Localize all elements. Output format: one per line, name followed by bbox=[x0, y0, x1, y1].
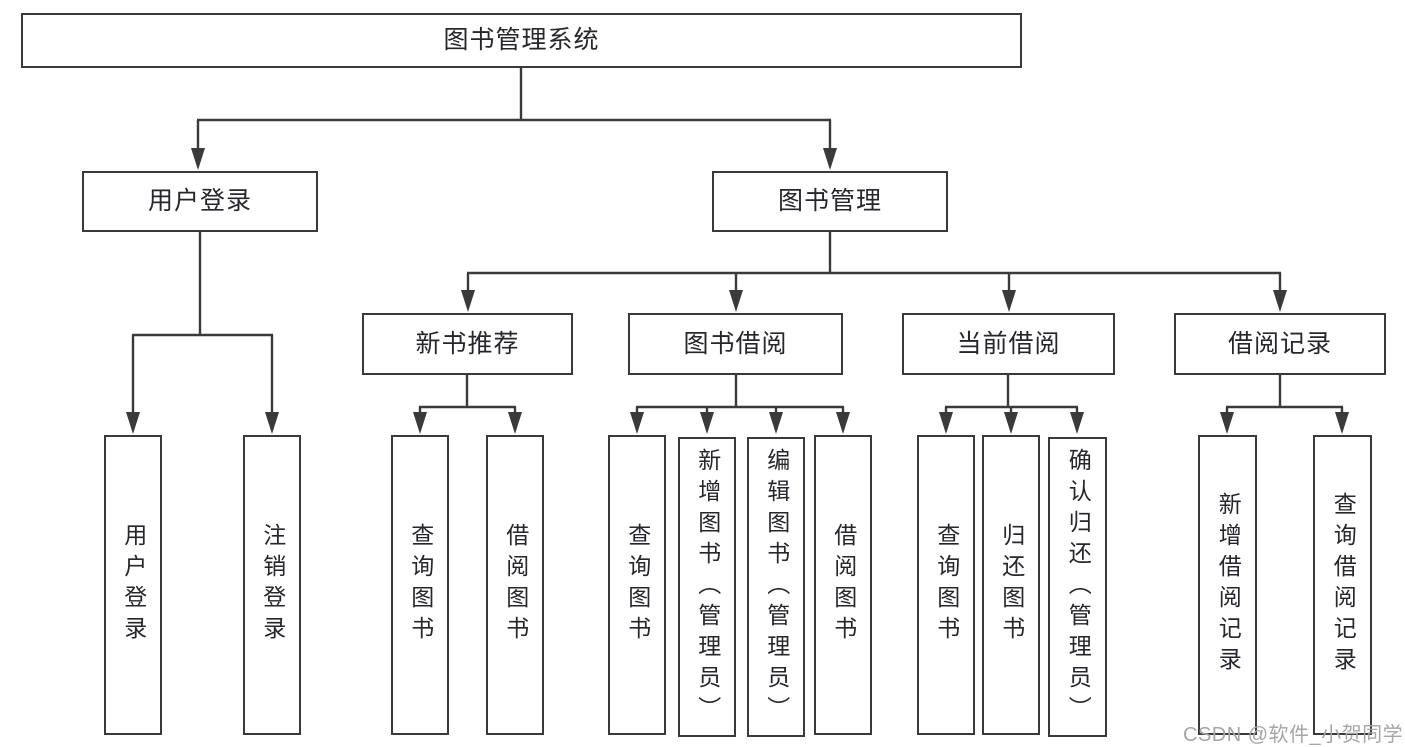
node-book-management: 图书管理 bbox=[712, 171, 948, 232]
node-library-system: 图书管理系统 bbox=[21, 13, 1022, 68]
leaf-query-books-1: 查询图书 bbox=[391, 435, 449, 735]
node-book-borrowing: 图书借阅 bbox=[628, 313, 843, 375]
node-library-system-label: 图书管理系统 bbox=[443, 26, 600, 54]
leaf-query-borrow-record-label: 查询借阅记录 bbox=[1330, 492, 1357, 678]
node-current-borrowing-label: 当前借阅 bbox=[956, 329, 1061, 358]
node-book-borrowing-label: 图书借阅 bbox=[683, 329, 788, 358]
leaf-confirm-return-admin: 确认归还（管理员） bbox=[1048, 437, 1107, 737]
leaf-borrow-books-2: 借阅图书 bbox=[814, 435, 872, 735]
leaf-add-borrow-record: 新增借阅记录 bbox=[1198, 435, 1257, 735]
leaf-query-books-1-label: 查询图书 bbox=[407, 523, 434, 647]
leaf-query-books-2: 查询图书 bbox=[608, 435, 666, 735]
leaf-add-books-admin-label: 新增图书（管理员） bbox=[694, 447, 721, 727]
leaf-borrow-books-2-label: 借阅图书 bbox=[830, 523, 857, 647]
leaf-query-books-2-label: 查询图书 bbox=[624, 523, 651, 647]
leaf-query-books-3: 查询图书 bbox=[917, 435, 975, 735]
leaf-logout: 注销登录 bbox=[243, 435, 301, 735]
leaf-confirm-return-admin-label: 确认归还（管理员） bbox=[1065, 447, 1092, 727]
node-new-book-recommend: 新书推荐 bbox=[362, 313, 573, 375]
leaf-add-books-admin: 新增图书（管理员） bbox=[678, 437, 736, 737]
leaf-logout-label: 注销登录 bbox=[259, 523, 286, 647]
node-user-login-label: 用户登录 bbox=[147, 187, 252, 215]
leaf-borrow-books-1: 借阅图书 bbox=[486, 435, 544, 735]
leaf-user-login: 用户登录 bbox=[104, 435, 162, 735]
leaf-return-books: 归还图书 bbox=[982, 435, 1040, 735]
leaf-borrow-books-1-label: 借阅图书 bbox=[502, 523, 529, 647]
node-book-management-label: 图书管理 bbox=[777, 187, 882, 215]
leaf-add-borrow-record-label: 新增借阅记录 bbox=[1215, 492, 1242, 678]
leaf-query-books-3-label: 查询图书 bbox=[933, 523, 960, 647]
leaf-edit-books-admin-label: 编辑图书（管理员） bbox=[763, 447, 790, 727]
node-user-login: 用户登录 bbox=[82, 171, 318, 232]
leaf-return-books-label: 归还图书 bbox=[998, 523, 1025, 647]
csdn-watermark: CSDN @软件_小贺同学 bbox=[1183, 724, 1404, 746]
leaf-query-borrow-record: 查询借阅记录 bbox=[1313, 435, 1372, 735]
node-borrowing-records-label: 借阅记录 bbox=[1227, 329, 1332, 358]
leaf-user-login-label: 用户登录 bbox=[120, 523, 147, 647]
node-borrowing-records: 借阅记录 bbox=[1174, 313, 1386, 375]
leaf-edit-books-admin: 编辑图书（管理员） bbox=[747, 437, 805, 737]
node-new-book-recommend-label: 新书推荐 bbox=[415, 329, 520, 358]
node-current-borrowing: 当前借阅 bbox=[902, 313, 1115, 375]
